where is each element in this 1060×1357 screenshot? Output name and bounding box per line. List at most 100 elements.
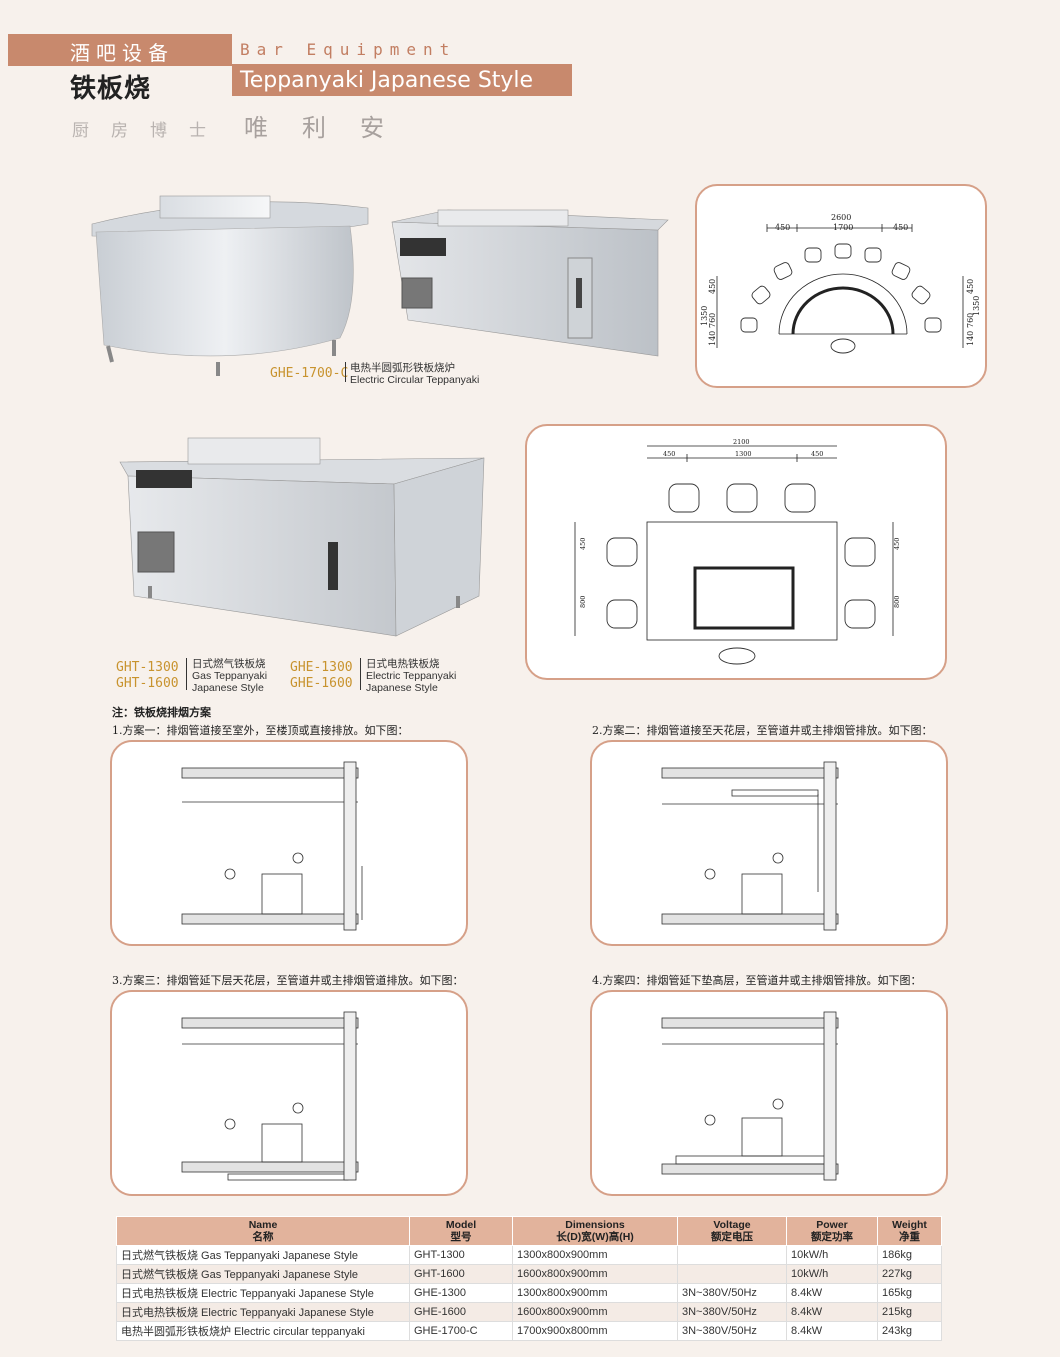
- notes-title: 注：铁板烧排烟方案: [112, 706, 211, 719]
- table-cell: 8.4kW: [786, 1283, 878, 1303]
- caption-gas-code1: GHT-1300: [116, 660, 179, 675]
- caption-gas: 日式燃气铁板烧 Gas Teppanyaki Japanese Style: [192, 658, 267, 694]
- table-cell: 3N~380V/50Hz: [677, 1283, 787, 1303]
- dim2-h1-left: 450: [579, 538, 587, 550]
- caption-elec: 日式电热铁板烧 Electric Teppanyaki Japanese Sty…: [366, 658, 456, 694]
- electric-teppanyaki-photo: [391, 209, 669, 357]
- table-cell: 1300x800x900mm: [512, 1245, 678, 1265]
- table-row: 日式电热铁板烧 Electric Teppanyaki Japanese Sty…: [116, 1283, 942, 1303]
- table-cell: 日式燃气铁板烧 Gas Teppanyaki Japanese Style: [116, 1245, 410, 1265]
- caption-elec-codes: GHE-1300 GHE-1600: [290, 660, 353, 692]
- header-en-category: Bar Equipment: [240, 40, 457, 59]
- table-cell: 186kg: [877, 1245, 942, 1265]
- caption-gas-code2: GHT-1600: [116, 676, 179, 691]
- dim-side-left: 450: [775, 223, 790, 232]
- plan2-section-svg: [661, 761, 839, 931]
- caption-circular: 电热半圆弧形铁板烧炉 Electric Circular Teppanyaki: [350, 362, 479, 386]
- plan2-label: 2.方案二：排烟管道接至天花层，至管道井或主排烟管排放。如下图：: [592, 724, 933, 737]
- table-cell: 10kW/h: [786, 1264, 878, 1284]
- plan4-diagram: [590, 990, 948, 1196]
- caption-elec-code1: GHE-1300: [290, 660, 353, 675]
- rect-plan-drawing-panel: 2100 450 1300 450 450 800 450 800: [525, 424, 947, 680]
- table-cell: [677, 1245, 787, 1265]
- caption-gas-cn: 日式燃气铁板烧: [192, 658, 266, 670]
- circular-teppanyaki-photo: [91, 195, 369, 376]
- header-cn-category: 酒吧设备: [70, 41, 174, 65]
- header-cn-title: 铁板烧: [70, 74, 152, 104]
- caption-circular-en: Electric Circular Teppanyaki: [350, 374, 480, 386]
- dim2-mid: 1300: [735, 450, 752, 458]
- caption-elec-en2: Japanese Style: [366, 682, 438, 694]
- caption-gas-codes: GHT-1300 GHT-1600: [116, 660, 179, 692]
- dim2-left: 450: [663, 450, 675, 458]
- table-cell: GHT-1300: [409, 1245, 513, 1265]
- caption-gas-en1: Gas Teppanyaki: [192, 670, 268, 682]
- table-cell: 227kg: [877, 1264, 942, 1284]
- dim-h2-left: 760: [708, 313, 717, 328]
- table-cell: 215kg: [877, 1302, 942, 1322]
- table-cell: 日式电热铁板烧 Electric Teppanyaki Japanese Sty…: [116, 1283, 410, 1303]
- caption-code-circular: GHE-1700-C: [270, 366, 349, 381]
- plan1-label: 1.方案一：排烟管道接至室外，至楼顶或直接排放。如下图：: [112, 724, 409, 737]
- table-cell: 3N~380V/50Hz: [677, 1302, 787, 1322]
- plan3-section-svg: [181, 1011, 359, 1181]
- brand-right: 唯利安: [244, 114, 418, 142]
- plan4-section-svg: [661, 1011, 839, 1181]
- plan4-label: 4.方案四：排烟管延下垫高层，至管道井或主排烟管排放。如下图：: [592, 974, 922, 987]
- dim-h1-left: 450: [708, 279, 717, 294]
- dim2-right: 450: [811, 450, 823, 458]
- table-cell: 日式燃气铁板烧 Gas Teppanyaki Japanese Style: [116, 1264, 410, 1284]
- table-cell: 165kg: [877, 1283, 942, 1303]
- caption-elec-code2: GHE-1600: [290, 676, 353, 691]
- dim-height-total-right: 1350: [972, 296, 981, 316]
- dim2-h1-right: 450: [893, 538, 901, 550]
- gas-teppanyaki-photo: [119, 437, 485, 637]
- table-cell: 1300x800x900mm: [512, 1283, 678, 1303]
- table-cell: GHE-1300: [409, 1283, 513, 1303]
- table-cell: 日式电热铁板烧 Electric Teppanyaki Japanese Sty…: [116, 1302, 410, 1322]
- dim-h1-right: 450: [966, 279, 975, 294]
- dim-total: 2600: [831, 213, 851, 222]
- table-cell: 243kg: [877, 1321, 942, 1341]
- header-category-bar: 酒吧设备: [8, 34, 232, 66]
- dim-h3-right: 140: [966, 331, 975, 346]
- header-rule: [232, 64, 572, 66]
- table-cell: GHE-1600: [409, 1302, 513, 1322]
- caption-elec-en1: Electric Teppanyaki: [366, 670, 457, 682]
- rect-plan-drawing: 2100 450 1300 450 450 800 450 800: [574, 438, 901, 665]
- header-title-bar: Teppanyaki Japanese Style: [232, 66, 572, 96]
- plan3-label: 3.方案三：排烟管延下层天花层，至管道井或主排烟管道排放。如下图：: [112, 974, 464, 987]
- dim-h3-left: 140: [708, 331, 717, 346]
- caption-divider: [186, 658, 187, 690]
- brand-left: 厨房博士: [72, 121, 228, 141]
- table-cell: 8.4kW: [786, 1302, 878, 1322]
- dim2-h2-right: 800: [893, 596, 901, 608]
- table-cell: 3N~380V/50Hz: [677, 1321, 787, 1341]
- table-cell: 1600x800x900mm: [512, 1302, 678, 1322]
- table-cell: 1600x800x900mm: [512, 1264, 678, 1284]
- plan1-diagram: [110, 740, 468, 946]
- table-cell: [677, 1264, 787, 1284]
- table-cell: GHE-1700-C: [409, 1321, 513, 1341]
- table-cell: 1700x900x800mm: [512, 1321, 678, 1341]
- caption-divider: [360, 658, 361, 690]
- dim-height-total-left: 1350: [700, 306, 709, 326]
- circular-plan-drawing-panel: 2600 1700 450 450 1350 450 760 140 450 7…: [695, 184, 987, 388]
- dim2-h2-left: 800: [579, 596, 587, 608]
- header-en-title: Teppanyaki Japanese Style: [240, 68, 534, 93]
- table-cell: 电热半圆弧形铁板烧炉 Electric circular teppanyaki: [116, 1321, 410, 1341]
- circular-plan-drawing: 2600 1700 450 450 1350 450 760 140 450 7…: [700, 213, 981, 354]
- plan1-section-svg: [181, 761, 363, 931]
- table-cell: 10kW/h: [786, 1245, 878, 1265]
- caption-elec-cn: 日式电热铁板烧: [366, 658, 440, 670]
